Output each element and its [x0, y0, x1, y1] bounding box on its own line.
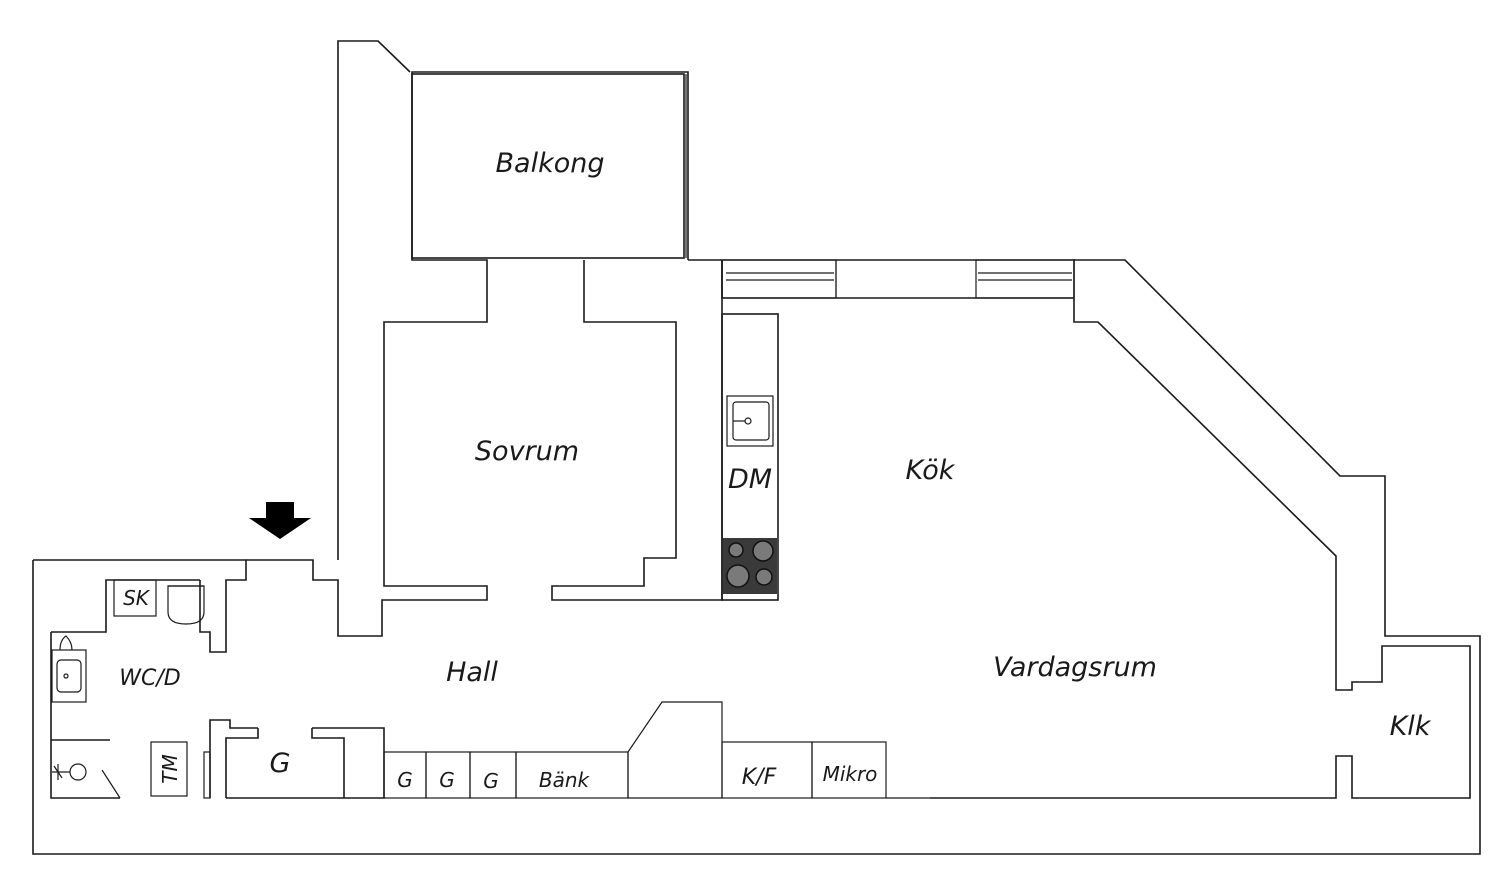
tm-box	[150, 741, 188, 797]
wall-post	[203, 751, 211, 799]
label-klk: Klk	[1390, 711, 1432, 742]
label-g1: G	[397, 768, 413, 792]
washbasin-icon	[51, 635, 87, 703]
top-wall	[688, 259, 1471, 799]
stove-icon	[723, 538, 777, 594]
label-vardagsrum: Vardagsrum	[993, 652, 1157, 683]
label-sovrum: Sovrum	[475, 436, 579, 467]
label-g2: G	[439, 768, 455, 792]
label-dm: DM	[728, 464, 772, 495]
window-left	[721, 259, 837, 299]
kitchen-counter	[721, 313, 779, 601]
kitchen-top-wall	[721, 260, 1074, 299]
label-mikro: Mikro	[823, 762, 878, 786]
label-g-hall: G	[270, 748, 291, 779]
balcony-outline	[337, 40, 411, 560]
label-wcd: WC/D	[119, 666, 180, 691]
sink-icon	[726, 395, 774, 447]
label-sk: SK	[123, 586, 151, 610]
tm-wall	[209, 719, 258, 798]
shower-icon	[52, 763, 87, 781]
hall-entry-wall	[246, 71, 689, 637]
sk-cabinet	[113, 579, 157, 617]
label-kok: Kök	[906, 455, 956, 486]
entrance-arrow-icon	[249, 502, 311, 539]
inner-bottom-wall	[50, 632, 120, 799]
hall-storage-inner	[311, 728, 345, 798]
toilet-icon	[167, 585, 205, 625]
wardrobe-row	[383, 701, 930, 799]
label-balkong: Balkong	[496, 148, 605, 179]
window-right	[975, 259, 1075, 299]
balcony	[411, 73, 685, 259]
bedroom-wall-right	[551, 260, 723, 601]
label-bank: Bänk	[539, 768, 591, 792]
outer-perimeter-left	[32, 259, 1481, 855]
label-hall: Hall	[446, 657, 498, 688]
wc-door-swing	[101, 769, 121, 799]
hall-storage	[225, 728, 259, 798]
label-tm: TM	[158, 754, 182, 783]
label-g3: G	[483, 769, 499, 793]
label-kf: K/F	[742, 765, 777, 790]
outer-perimeter	[33, 559, 247, 653]
